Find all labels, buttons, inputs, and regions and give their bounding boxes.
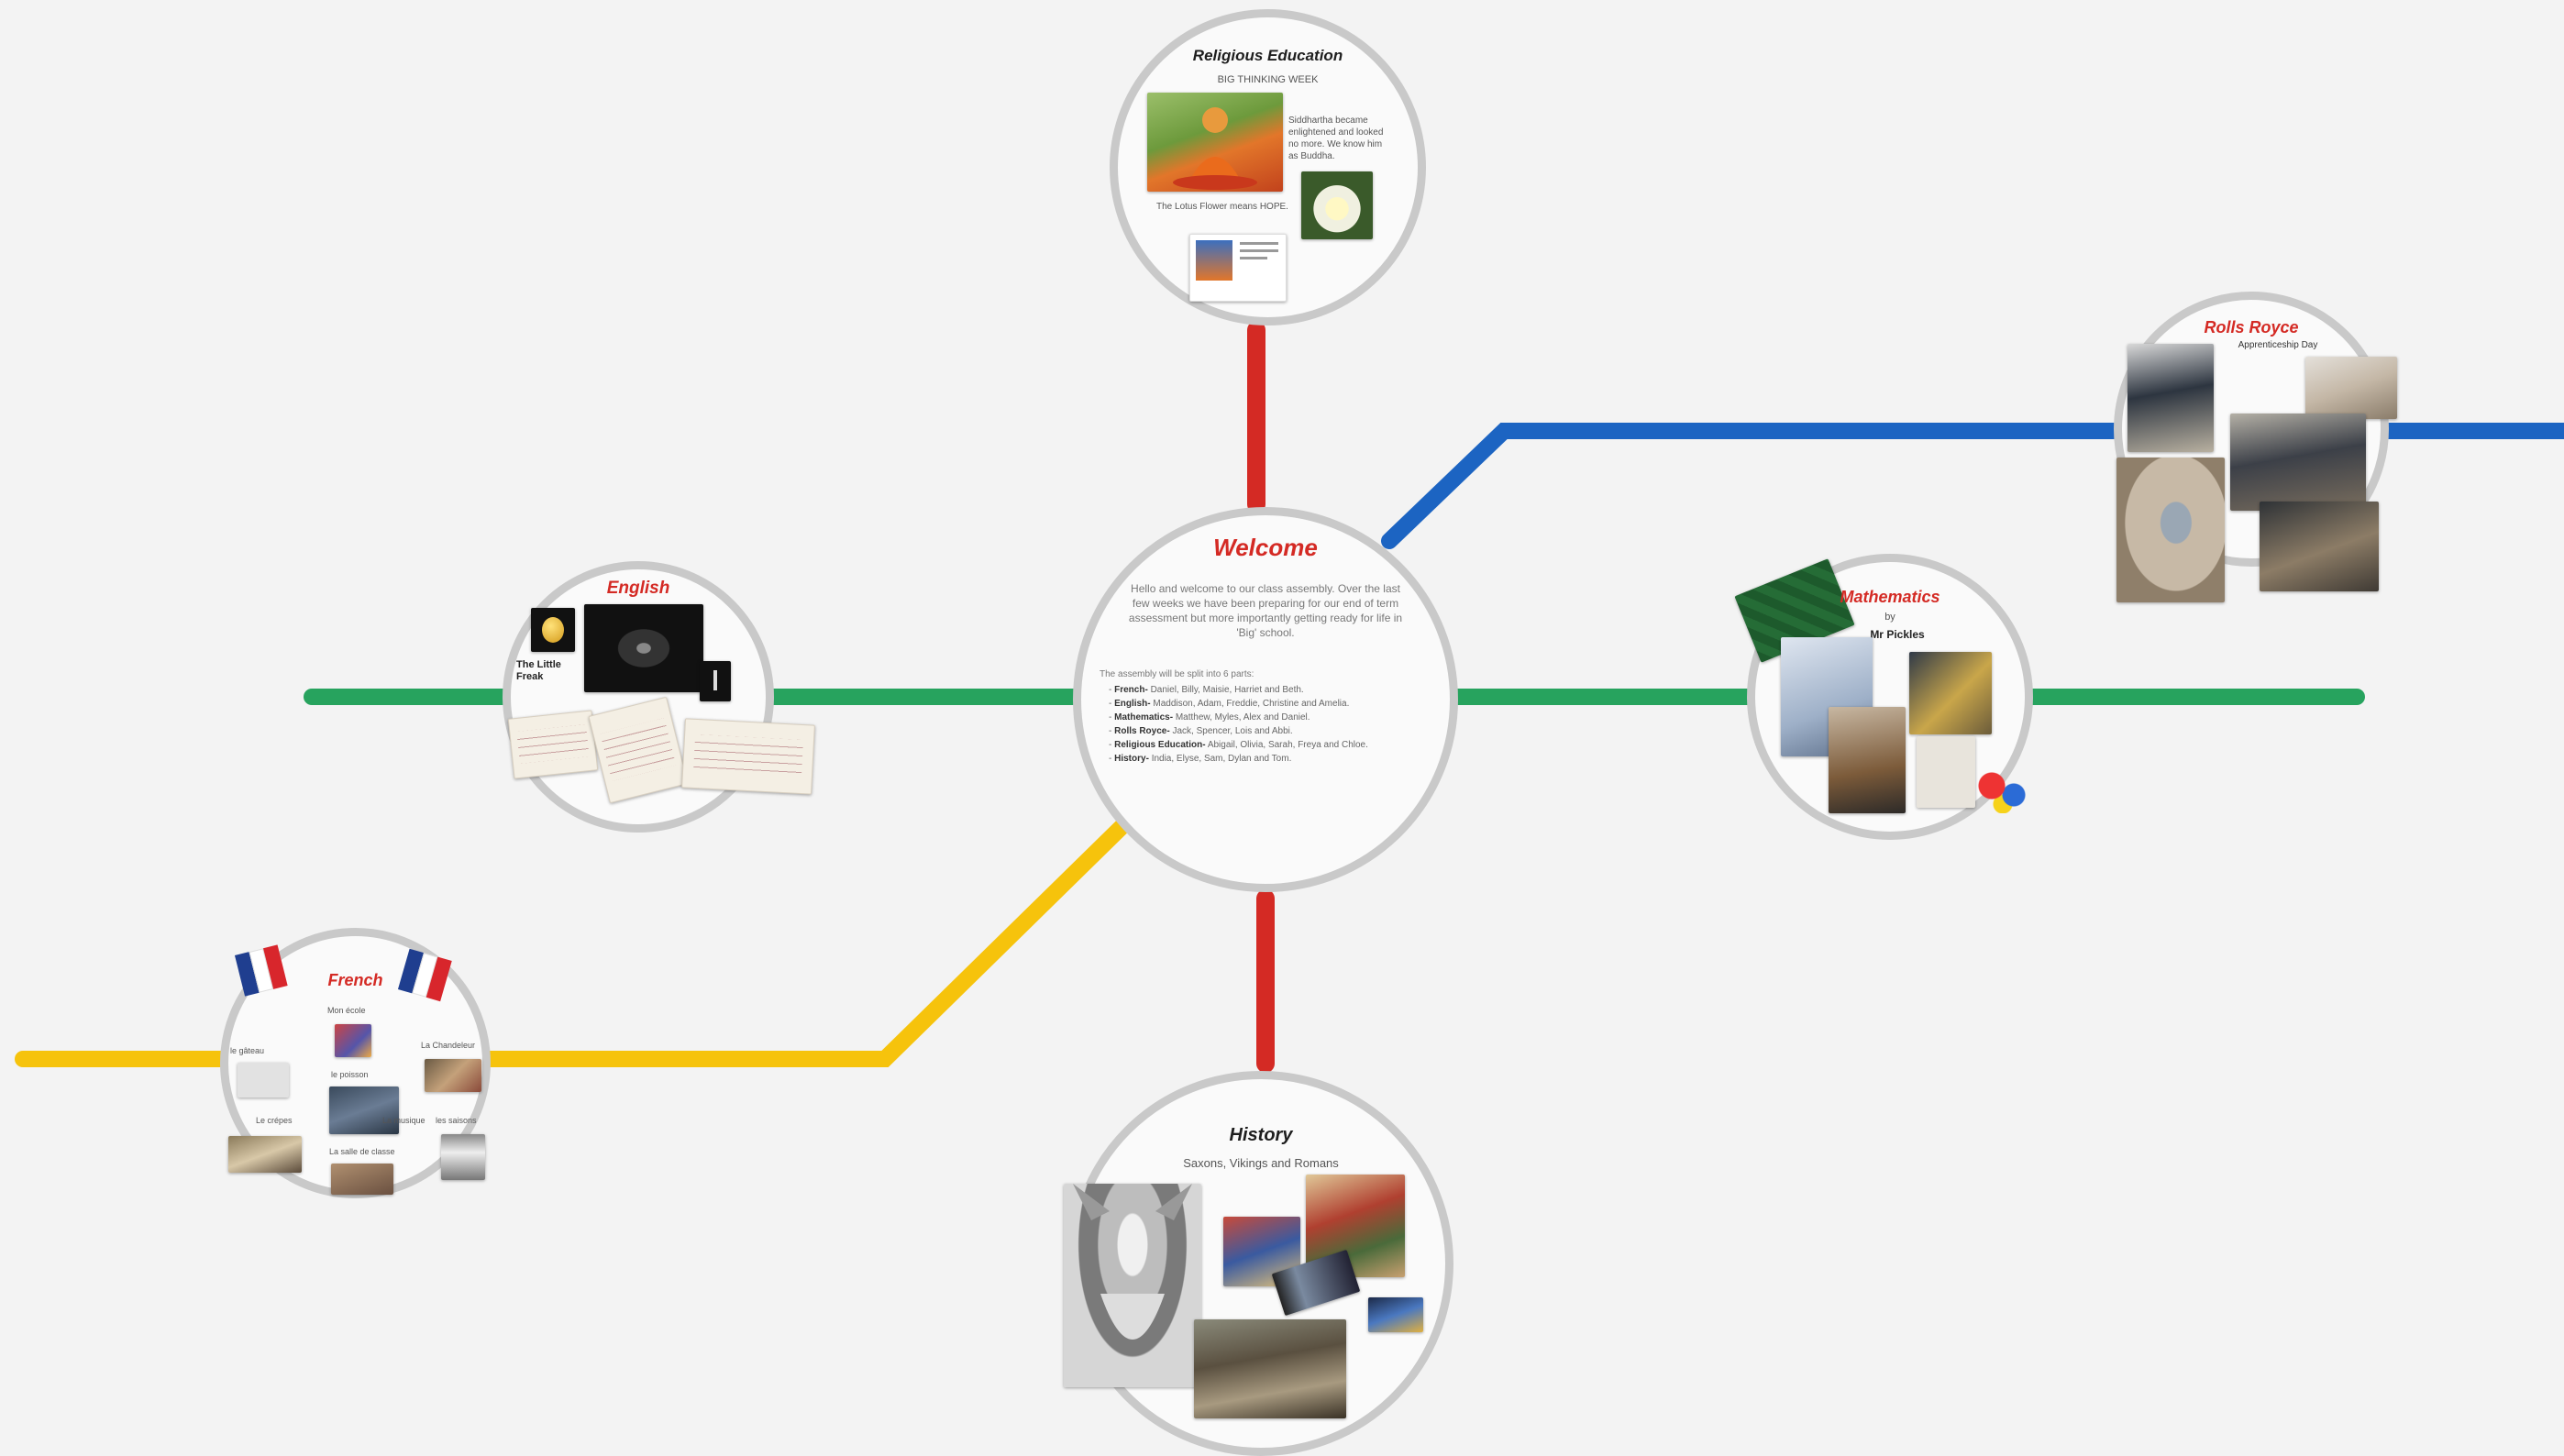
french-photo-7 bbox=[331, 1164, 393, 1195]
french-label-musique: La musique bbox=[382, 1116, 425, 1125]
french-photo-6 bbox=[441, 1134, 485, 1180]
buddha-image bbox=[1147, 93, 1283, 192]
mathematics-title: Mathematics bbox=[1840, 588, 1940, 606]
worksheet-image bbox=[1189, 234, 1287, 302]
rolls-royce-photo-5 bbox=[2260, 502, 2379, 591]
maths-photo-4 bbox=[1917, 736, 1975, 808]
french-label-poisson: le poisson bbox=[331, 1070, 369, 1079]
yellow-line bbox=[15, 817, 1132, 1067]
buddha-icon bbox=[1173, 107, 1257, 190]
rolls-royce-photo-4 bbox=[2116, 458, 2225, 602]
history-title: History bbox=[1229, 1125, 1293, 1145]
history-node[interactable]: History Saxons, Vikings and Romans bbox=[1064, 1071, 1453, 1456]
french-label-mon-ecole: Mon école bbox=[327, 1006, 366, 1015]
eye-image bbox=[584, 604, 703, 692]
french-photo-2 bbox=[238, 1063, 289, 1098]
buddha-text: Siddhartha became enlightened and looked… bbox=[1288, 116, 1384, 161]
lotus-text: The Lotus Flower means HOPE. bbox=[1156, 202, 1288, 212]
french-label-chandeleur: La Chandeleur bbox=[421, 1041, 476, 1050]
history-subtitle: Saxons, Vikings and Romans bbox=[1183, 1156, 1339, 1170]
viking-helmet-icon bbox=[1073, 1184, 1192, 1340]
french-label-gateau: le gâteau bbox=[230, 1046, 265, 1055]
rolls-royce-photo-3 bbox=[2230, 414, 2366, 511]
group-item-history: - History- India, Elyse, Sam, Dylan and … bbox=[1109, 754, 1292, 764]
french-photo-4 bbox=[329, 1086, 399, 1134]
lego-image bbox=[1975, 767, 2030, 813]
religious-education-node[interactable]: Religious Education BIG THINKING WEEK Si… bbox=[1110, 9, 1426, 325]
group-item-religious-education: - Religious Education- Abigail, Olivia, … bbox=[1109, 740, 1368, 750]
lotus-flower-image bbox=[1301, 171, 1373, 239]
maths-photo-3 bbox=[1829, 707, 1906, 813]
group-list: - French- Daniel, Billy, Maisie, Harriet… bbox=[1109, 683, 1439, 766]
french-label-crepes: Le crépes bbox=[256, 1116, 293, 1125]
english-book-label: The Little Freak bbox=[516, 659, 561, 682]
welcome-intro: Hello and welcome to our class assembly.… bbox=[1128, 582, 1403, 639]
history-photo-battle bbox=[1194, 1319, 1346, 1418]
egg-image bbox=[531, 608, 575, 652]
english-writing-note-2 bbox=[588, 696, 689, 804]
english-writing-note-1 bbox=[507, 710, 599, 779]
maths-photo-2 bbox=[1909, 652, 1992, 734]
rolls-royce-subtitle: Apprenticeship Day bbox=[2238, 340, 2318, 350]
group-item-english: - English- Maddison, Adam, Freddie, Chri… bbox=[1109, 699, 1350, 709]
group-item-rolls-royce: - Rolls Royce- Jack, Spencer, Lois and A… bbox=[1109, 726, 1293, 736]
english-title: English bbox=[606, 579, 670, 598]
french-photo-1 bbox=[335, 1024, 371, 1057]
rolls-royce-photo-2 bbox=[2305, 357, 2397, 419]
english-node[interactable]: English The Little Freak bbox=[503, 561, 815, 833]
group-item-french: - French- Daniel, Billy, Maisie, Harriet… bbox=[1109, 685, 1304, 695]
rolls-royce-title: Rolls Royce bbox=[2204, 318, 2299, 336]
viking-portrait-image bbox=[1064, 1184, 1201, 1387]
rolls-royce-photo-1 bbox=[2127, 344, 2214, 452]
french-label-saisons: les saisons bbox=[436, 1116, 477, 1125]
history-photo-small bbox=[1368, 1297, 1423, 1332]
french-photo-5 bbox=[228, 1136, 302, 1173]
mathematics-teacher: Mr Pickles bbox=[1870, 628, 1925, 641]
blue-line bbox=[1381, 423, 2564, 549]
candle-image bbox=[700, 661, 731, 701]
welcome-node[interactable]: Welcome Hello and welcome to our class a… bbox=[1073, 507, 1458, 892]
welcome-groups-intro: The assembly will be split into 6 parts: bbox=[1100, 669, 1254, 679]
rolls-royce-node[interactable]: Rolls Royce Apprenticeship Day bbox=[2114, 292, 2397, 602]
mathematics-by: by bbox=[1884, 612, 1895, 623]
welcome-title: Welcome bbox=[1213, 534, 1318, 561]
french-node[interactable]: French Mon école le gâteau La Chandeleur… bbox=[220, 928, 491, 1198]
mathematics-node[interactable]: Mathematics by Mr Pickles bbox=[1734, 554, 2033, 840]
religious-education-subtitle: BIG THINKING WEEK bbox=[1217, 74, 1319, 85]
group-item-mathematics: - Mathematics- Matthew, Myles, Alex and … bbox=[1109, 712, 1310, 722]
religious-education-title: Religious Education bbox=[1192, 47, 1343, 64]
french-photo-3 bbox=[425, 1059, 481, 1092]
french-label-salle-de-classe: La salle de classe bbox=[329, 1147, 395, 1156]
french-title: French bbox=[327, 971, 383, 989]
english-writing-note-3 bbox=[681, 718, 815, 795]
